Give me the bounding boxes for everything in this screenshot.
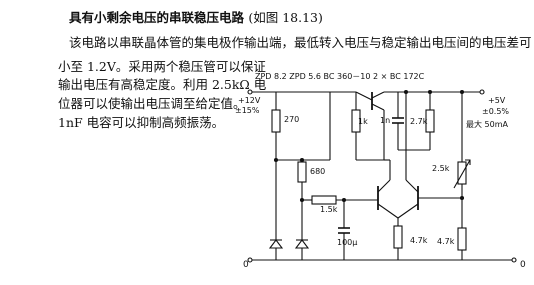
r5-label: 4.7k [410, 236, 428, 245]
zener-diode-zpd8.2 [268, 239, 284, 249]
r1-label: 270 [284, 115, 299, 124]
paragraph-line-3: 输出电压有高稳定度。利用 2.5kΩ 电 [58, 77, 267, 92]
r2-label: 680 [310, 167, 325, 176]
diff-transistor-right-collector [405, 179, 419, 193]
output-max-label: 最大 50mA [466, 119, 509, 129]
junction [273, 157, 279, 163]
junction [459, 89, 465, 95]
junction [427, 89, 433, 95]
r4-label: 1.5k [320, 205, 338, 214]
diff-transistor-right-emitter [397, 203, 419, 219]
resistor-270 [271, 109, 281, 133]
paragraph-line-1: 该电路以串联晶体管的集电极作输出端，最低转入电压与稳定输出电压间的电压差可 [69, 35, 532, 50]
ground-terminal-right [511, 257, 517, 263]
junction [459, 195, 465, 201]
input-voltage-label: +12V [238, 96, 261, 105]
paragraph-line-2: 小至 1.2V。采用两个稳压管可以保证 [58, 59, 266, 74]
resistor-4.7k-emitter [393, 225, 403, 249]
input-tolerance-label: ±15% [235, 106, 260, 115]
junction [403, 89, 409, 95]
output-terminal [479, 89, 485, 95]
junction [341, 197, 347, 203]
figure-reference: (如图 18.13) [248, 10, 323, 25]
resistor-1.5k [311, 195, 337, 205]
junction [299, 197, 305, 203]
resistor-680 [297, 161, 307, 183]
paragraph-line-4: 位器可以使输出电压调至给定值。 [58, 96, 246, 111]
cap-100u-label: 100μ [337, 238, 357, 247]
paragraph-line-5: 1nF 电容可以抑制高频振荡。 [58, 115, 225, 130]
diff-transistor-left-collector [377, 179, 391, 193]
output-voltage-label: +5V [488, 96, 506, 105]
output-tolerance-label: ±0.5% [482, 107, 509, 116]
ground-left-label: 0 [243, 260, 249, 270]
potentiometer-arrowhead [465, 159, 471, 165]
potentiometer-arrow [453, 159, 471, 189]
junction [299, 157, 305, 163]
cap-1n-label: 1n [380, 116, 390, 125]
parts-line: ZPD 8.2 ZPD 5.6 BC 360－10 2 × BC 172C [255, 72, 425, 81]
r6-label: 2.7k [410, 117, 428, 126]
pot-label: 2.5k [432, 164, 450, 173]
wire [355, 91, 373, 101]
title-text: 具有小剩余电压的串联稳压电路 [69, 10, 245, 25]
zener-diode-zpd5.6 [294, 239, 310, 249]
input-terminal [247, 89, 253, 95]
resistor-4.7k-divider [457, 227, 467, 251]
r7-label: 4.7k [437, 237, 455, 246]
series-transistor-lead [371, 103, 385, 111]
circuit-title: 具有小剩余电压的串联稳压电路 (如图 18.13) [69, 7, 323, 26]
ground-right-label: 0 [520, 260, 526, 270]
r3-label: 1k [358, 117, 368, 126]
diff-transistor-left-emitter [377, 203, 399, 219]
series-transistor-lead [371, 91, 385, 99]
